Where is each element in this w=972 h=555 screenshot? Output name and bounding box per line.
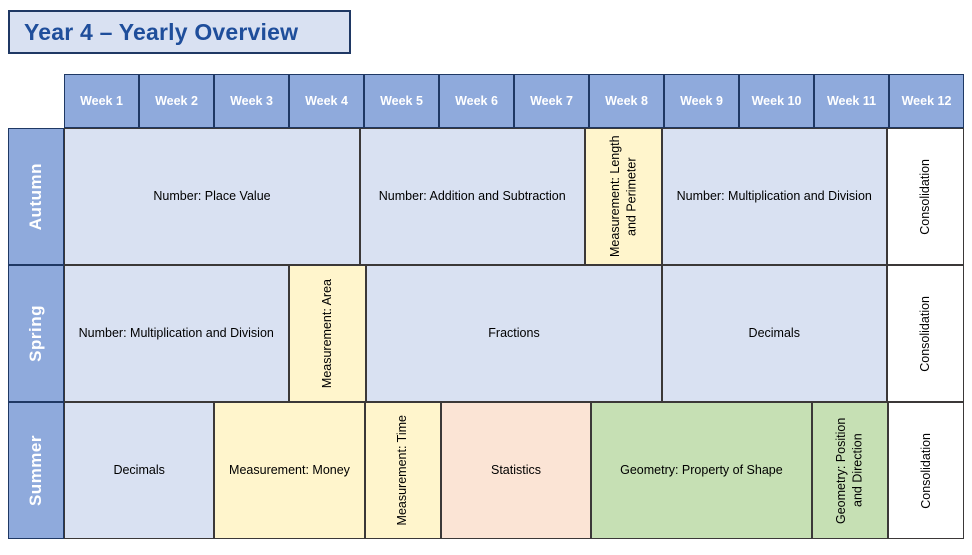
topic-label: Geometry: Property of Shape [620,463,783,478]
week-header-9: Week 9 [664,74,739,128]
topic-label: Geometry: Position and Direction [834,417,865,524]
topic-label: Measurement: Money [229,463,350,478]
topic-cell: Consolidation [886,265,964,402]
topic-cell: Geometry: Position and Direction [811,402,888,539]
topic-cell: Decimals [662,265,887,402]
topic-label: Measurement: Time [395,415,410,526]
season-label: Autumn [26,162,45,231]
week-header-1: Week 1 [64,74,139,128]
topic-cell: Geometry: Property of Shape [591,402,812,539]
season-cell-spring: Spring [8,265,64,402]
week-header-12: Week 12 [889,74,964,128]
topic-cell: Measurement: Area [288,265,366,402]
topic-label: Measurement: Length and Perimeter [607,135,639,258]
topic-cell: Measurement: Time [364,402,441,539]
topic-label: Statistics [490,463,541,478]
topic-label: Consolidation [918,432,933,509]
week-header-6: Week 6 [439,74,514,128]
season-cell-autumn: Autumn [8,128,64,265]
topic-cell: Number: Multiplication and Division [64,265,289,402]
topic-cell: Decimals [64,402,215,539]
season-label: Spring [26,305,45,362]
topic-label: Number: Multiplication and Division [676,189,872,204]
topic-label: Consolidation [918,158,932,235]
table-row-autumn: Autumn Number: Place Value Number: Additio… [8,128,964,265]
topic-label: Number: Place Value [153,189,271,204]
corner-spacer [8,74,64,128]
table-row-spring: Spring Number: Multiplication and Divisio… [8,265,964,402]
topic-label: Decimals [748,326,800,341]
page-title: Year 4 – Yearly Overview [24,18,299,45]
topic-label: Number: Addition and Subtraction [378,189,566,204]
week-header-11: Week 11 [814,74,889,128]
week-header-3: Week 3 [214,74,289,128]
week-header-7: Week 7 [514,74,589,128]
week-header-8: Week 8 [589,74,664,128]
topic-label: Number: Multiplication and Division [78,326,274,341]
season-label: Summer [26,434,45,507]
topic-cell: Measurement: Money [214,402,365,539]
topic-cell: Consolidation [886,128,964,265]
topic-cell: Number: Place Value [64,128,360,265]
page-title-banner: Year 4 – Yearly Overview [8,10,351,54]
topic-label: Fractions [488,326,540,341]
topic-cell: Statistics [440,402,592,539]
topic-cell: Measurement: Length and Perimeter [584,128,662,265]
topic-cell: Number: Multiplication and Division [662,128,887,265]
week-header-10: Week 10 [739,74,814,128]
topic-cell: Consolidation [887,402,964,539]
topic-cell: Number: Addition and Subtraction [360,128,585,265]
season-cell-summer: Summer [8,402,64,539]
week-header-5: Week 5 [364,74,439,128]
week-header-2: Week 2 [139,74,214,128]
table-row-summer: Summer Decimals Measurement: Money Measurem… [8,402,964,539]
week-header-4: Week 4 [289,74,364,128]
topic-label: Measurement: Area [320,278,334,389]
topic-label: Consolidation [918,295,932,372]
topic-cell: Fractions [366,265,662,402]
topic-label: Decimals [113,463,165,478]
